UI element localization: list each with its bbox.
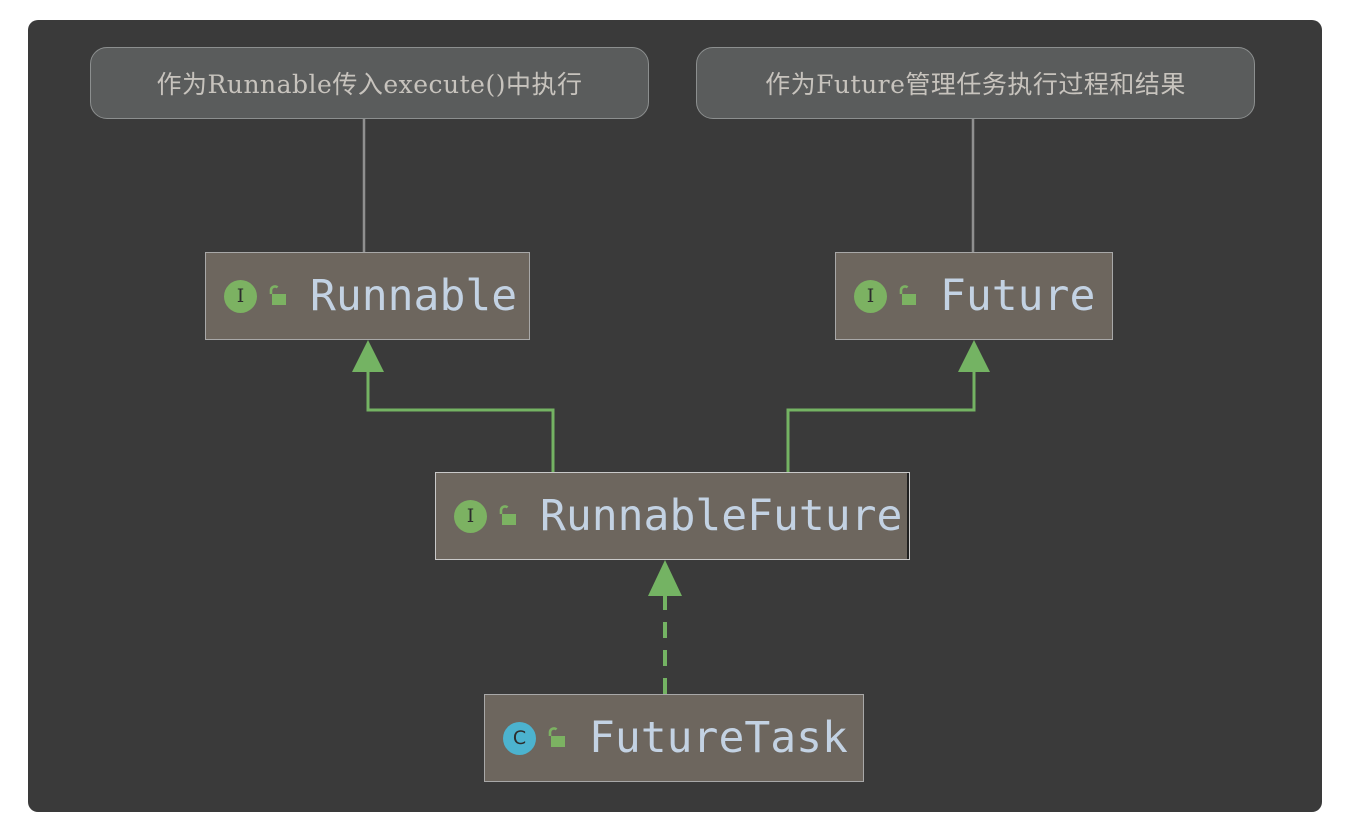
class-node-runnable[interactable]: I Runnable: [205, 252, 530, 340]
class-node-runnablefuture-label: RunnableFuture: [540, 490, 903, 541]
unlocked-padlock-icon: [548, 727, 565, 747]
relation-runnablefuture-to-runnable[interactable]: [366, 367, 555, 472]
note-runnable-text: 作为Runnable传入execute()中执行: [156, 70, 583, 99]
note-future[interactable]: 作为Future管理任务执行过程和结果: [696, 47, 1255, 119]
unlocked-padlock-icon: [899, 285, 916, 305]
interface-badge-icon: I: [854, 279, 887, 313]
relation-runnablefuture-to-future[interactable]: [786, 367, 976, 472]
class-node-futuretask[interactable]: C FutureTask: [484, 694, 864, 782]
class-node-runnablefuture[interactable]: I RunnableFuture: [435, 472, 910, 560]
unlocked-padlock-icon: [269, 285, 286, 305]
note-runnable[interactable]: 作为Runnable传入execute()中执行: [90, 47, 649, 119]
interface-badge-icon: I: [224, 279, 257, 313]
class-node-future-label: Future: [940, 270, 1096, 321]
arrowhead-runnable: [352, 340, 384, 372]
class-node-futuretask-label: FutureTask: [589, 712, 848, 763]
class-node-runnable-label: Runnable: [310, 270, 518, 321]
diagram-canvas[interactable]: 作为Runnable传入execute()中执行 作为Future管理任务执行过…: [28, 20, 1322, 812]
unlocked-padlock-icon: [499, 505, 516, 525]
class-badge-icon: C: [503, 721, 536, 755]
class-node-future[interactable]: I Future: [835, 252, 1113, 340]
arrowhead-future: [958, 340, 990, 372]
arrowhead-runnablefuture: [648, 560, 682, 596]
note-future-text: 作为Future管理任务执行过程和结果: [765, 70, 1186, 99]
interface-badge-icon: I: [454, 499, 487, 533]
